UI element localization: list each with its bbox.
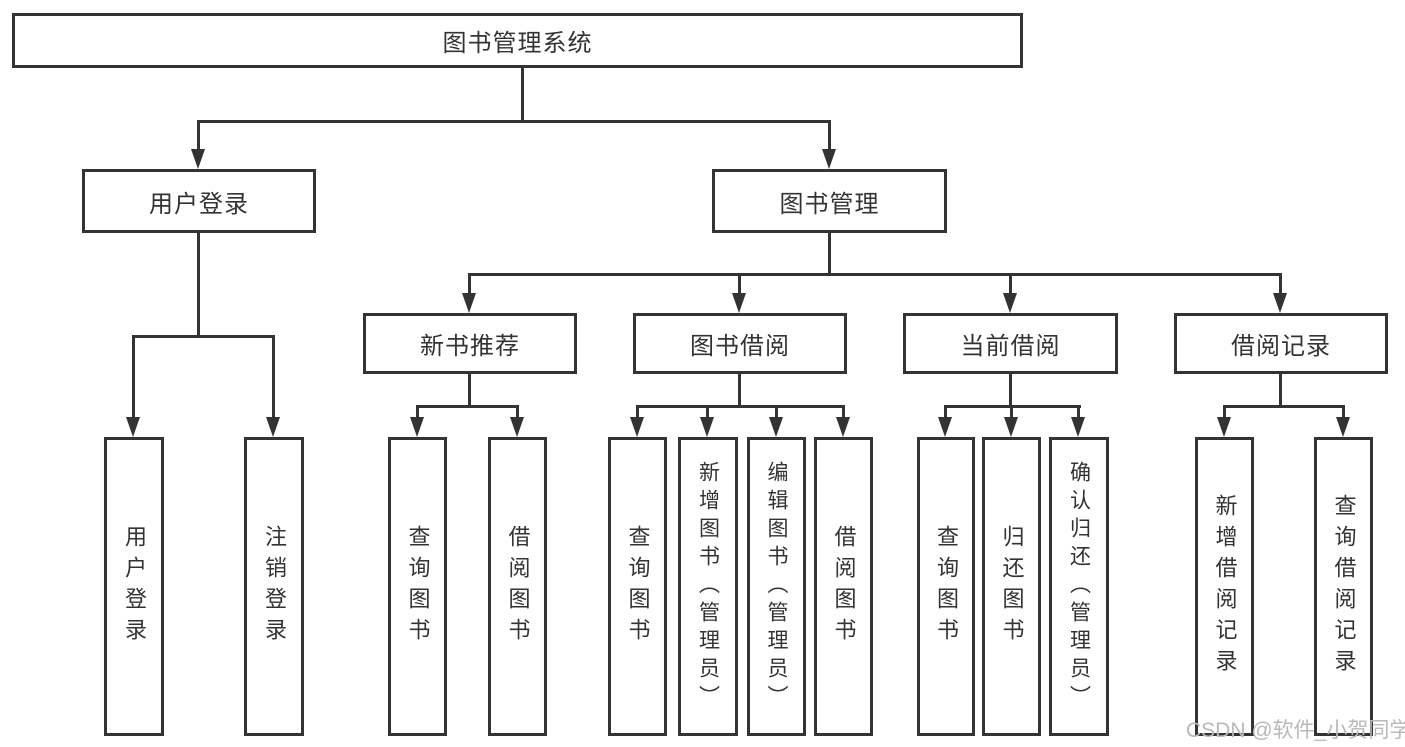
arrowhead — [822, 149, 836, 169]
arrowhead — [410, 417, 424, 437]
arrowhead — [700, 417, 714, 437]
connector-line — [1077, 405, 1080, 419]
leaf-label: 确认归还（管理员） — [1067, 460, 1091, 713]
leaf-query-borrow-record: 查询借阅记录 — [1314, 437, 1373, 736]
leaf-label: 用户登录 — [122, 524, 147, 649]
node-label: 图书管理 — [779, 190, 880, 218]
leaf-borrow-books-recommend: 借阅图书 — [488, 437, 547, 736]
connector-line — [197, 120, 200, 150]
node-borrowing-records: 借阅记录 — [1174, 313, 1388, 374]
connector-line — [1009, 273, 1012, 295]
leaf-label: 查询图书 — [934, 524, 959, 649]
arrowhead — [1273, 293, 1287, 313]
arrowhead — [769, 417, 783, 437]
arrowhead — [191, 149, 205, 169]
connector-line — [272, 335, 275, 419]
arrowhead — [938, 417, 952, 437]
arrowhead — [266, 417, 280, 437]
leaf-query-books-current: 查询图书 — [917, 437, 975, 736]
leaf-logout: 注销登录 — [244, 437, 304, 736]
connector-line — [706, 405, 709, 419]
connector-line — [1010, 405, 1013, 419]
leaf-label: 查询图书 — [625, 524, 651, 649]
leaf-edit-book-admin: 编辑图书（管理员） — [747, 437, 806, 736]
node-book-management: 图书管理 — [712, 169, 947, 233]
leaf-query-books-recommend: 查询图书 — [388, 437, 447, 736]
connector-line — [516, 405, 519, 419]
arrowhead — [1071, 417, 1085, 437]
connector-line — [828, 120, 831, 150]
arrowhead — [1336, 417, 1350, 437]
connector-line — [828, 233, 831, 273]
connector-line — [197, 120, 830, 123]
leaf-add-book-admin: 新增图书（管理员） — [678, 437, 738, 736]
arrowhead — [630, 417, 644, 437]
connector-line — [1279, 374, 1282, 407]
node-label: 当前借阅 — [960, 333, 1061, 360]
leaf-borrow-books-borrowing: 借阅图书 — [814, 437, 873, 736]
leaf-add-borrow-record: 新增借阅记录 — [1195, 437, 1254, 736]
leaf-label: 查询借阅记录 — [1331, 493, 1357, 680]
connector-line — [132, 335, 275, 338]
leaf-label: 查询图书 — [405, 524, 431, 649]
connector-line — [738, 374, 741, 407]
connector-line — [738, 273, 741, 295]
leaf-user-login: 用户登录 — [104, 437, 164, 736]
leaf-return-book: 归还图书 — [982, 437, 1041, 736]
node-user-login: 用户登录 — [82, 169, 316, 233]
node-label: 用户登录 — [149, 190, 249, 218]
arrowhead — [732, 293, 746, 313]
arrowhead — [126, 417, 140, 437]
csdn-watermark: CSDN @软件_小贺同学 — [1186, 719, 1405, 742]
arrowhead — [1004, 417, 1018, 437]
connector-line — [416, 405, 419, 419]
node-book-borrowing: 图书借阅 — [633, 313, 847, 374]
connector-line — [197, 233, 200, 337]
connector-line — [944, 405, 947, 419]
leaf-label: 新增借阅记录 — [1212, 493, 1238, 680]
connector-line — [1223, 405, 1345, 408]
node-label: 图书管理系统 — [442, 30, 593, 57]
leaf-label: 借阅图书 — [831, 524, 857, 649]
connector-line — [1342, 405, 1345, 419]
connector-line — [468, 273, 471, 295]
connector-line — [775, 405, 778, 419]
connector-line — [1009, 374, 1012, 407]
arrowhead — [462, 293, 476, 313]
connector-line — [468, 374, 471, 407]
connector-line — [132, 335, 135, 419]
leaf-label: 归还图书 — [999, 524, 1025, 649]
leaf-label: 新增图书（管理员） — [696, 460, 720, 713]
connector-line — [636, 405, 639, 419]
connector-line — [636, 405, 845, 408]
leaf-label: 编辑图书（管理员） — [765, 460, 788, 713]
node-label: 图书借阅 — [690, 333, 790, 360]
leaf-query-books-borrowing: 查询图书 — [608, 437, 667, 736]
node-library-system: 图书管理系统 — [12, 13, 1023, 68]
leaf-confirm-return-admin: 确认归还（管理员） — [1049, 437, 1109, 736]
node-current-borrowing: 当前借阅 — [903, 313, 1118, 374]
arrowhead — [836, 417, 850, 437]
connector-line — [468, 273, 1282, 276]
node-label: 借阅记录 — [1231, 333, 1331, 360]
connector-line — [842, 405, 845, 419]
arrowhead — [510, 417, 524, 437]
connector-line — [521, 68, 524, 120]
connector-line — [1279, 273, 1282, 295]
connector-line — [1223, 405, 1226, 419]
leaf-label: 注销登录 — [262, 524, 287, 649]
connector-line — [416, 405, 519, 408]
arrowhead — [1217, 417, 1231, 437]
node-new-book-recommend: 新书推荐 — [363, 313, 577, 374]
arrowhead — [1003, 293, 1017, 313]
leaf-label: 借阅图书 — [505, 524, 531, 649]
node-label: 新书推荐 — [420, 333, 520, 360]
